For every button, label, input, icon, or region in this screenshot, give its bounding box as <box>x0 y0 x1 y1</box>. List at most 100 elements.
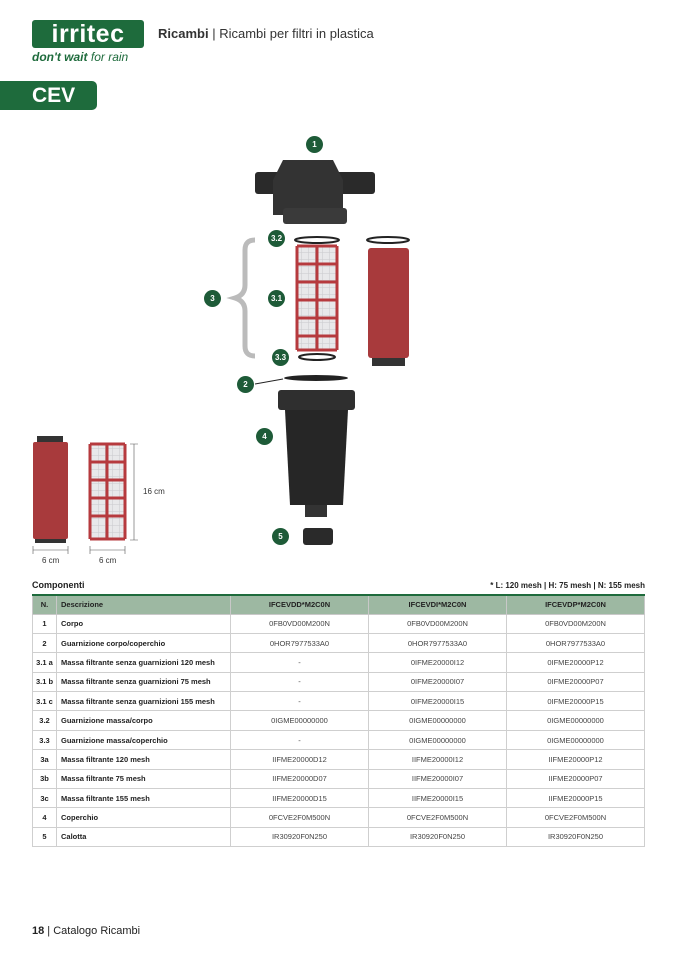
cell-code-dd: 0IGME00000000 <box>230 710 369 731</box>
callout-1: 1 <box>306 136 323 153</box>
col-descrizione: Descrizione <box>56 594 231 615</box>
product-badge: CEV <box>0 81 97 110</box>
cell-code-dd: IIFME20000D12 <box>230 749 369 770</box>
components-table: N. Descrizione IFCEVDD*M2C0N IFCEVDI*M2C… <box>32 594 645 848</box>
cell-code-di: IR30920F0N250 <box>368 826 507 848</box>
cell-code-di: 0IGME00000000 <box>368 729 507 751</box>
seal-2 <box>284 375 348 381</box>
cell-code-di: 0HOR7977533A0 <box>368 632 507 654</box>
cell-code-dp: IIFME20000P07 <box>506 768 645 790</box>
cell-code-dp: 0IFME20000P12 <box>506 652 645 673</box>
col-model-dp: IFCEVDP*M2C0N <box>506 594 645 615</box>
dimension-lines <box>32 443 138 554</box>
side-cartridge <box>33 436 68 543</box>
footer-label: Catalogo Ricambi <box>53 925 141 937</box>
cell-code-dd: - <box>230 652 369 673</box>
cell-number: 3.2 <box>32 710 57 731</box>
cell-code-di: 0IFME20000I07 <box>368 671 507 693</box>
cell-number: 3.3 <box>32 729 57 751</box>
cell-description: Massa filtrante senza guarnizioni 120 me… <box>56 652 231 673</box>
cell-code-dd: IIFME20000D15 <box>230 788 369 809</box>
cell-number: 3.1 b <box>32 671 57 693</box>
cell-number: 3c <box>32 788 57 809</box>
cell-description: Coperchio <box>56 807 231 828</box>
tagline-rest: for rain <box>90 50 129 64</box>
filter-basket <box>295 244 339 352</box>
header-subtitle: Ricambi per filtri in plastica <box>219 26 374 41</box>
callout-3-3: 3.3 <box>272 349 289 366</box>
cell-code-dp: 0HOR7977533A0 <box>506 632 645 654</box>
cell-description: Calotta <box>56 826 231 848</box>
dimension-height: 16 cm <box>143 487 165 496</box>
cell-code-dp: 0IGME00000000 <box>506 710 645 731</box>
cell-code-dd: - <box>230 671 369 693</box>
col-model-dd: IFCEVDD*M2C0N <box>230 594 369 615</box>
cell-code-dd: 0HOR7977533A0 <box>230 632 369 654</box>
cell-description: Guarnizione massa/corpo <box>56 710 231 731</box>
cell-code-dd: IIFME20000D07 <box>230 768 369 790</box>
cell-code-dd: IR30920F0N250 <box>230 826 369 848</box>
cell-code-dp: 0IFME20000P15 <box>506 691 645 712</box>
dimension-width-left: 6 cm <box>42 556 60 565</box>
bracket-3 <box>226 237 256 359</box>
components-title: Componenti <box>32 580 85 590</box>
red-cartridge <box>366 236 410 366</box>
exploded-diagram <box>32 160 410 554</box>
cell-code-dp: 0FB0VD00M200N <box>506 613 645 634</box>
filter-head <box>255 160 375 224</box>
cell-description: Massa filtrante senza guarnizioni 75 mes… <box>56 671 231 693</box>
page-footer: 18 | Catalogo Ricambi <box>32 925 141 937</box>
table-header: N. Descrizione IFCEVDD*M2C0N IFCEVDI*M2C… <box>32 594 645 615</box>
cell-number: 1 <box>32 613 57 634</box>
cell-code-dd: - <box>230 691 369 712</box>
cell-code-dd: - <box>230 729 369 751</box>
cell-description: Massa filtrante senza guarnizioni 155 me… <box>56 691 231 712</box>
cell-code-di: 0FCVE2F0M500N <box>368 807 507 828</box>
cap <box>303 528 333 545</box>
mesh-legend: * L: 120 mesh | H: 75 mesh | N: 155 mesh <box>490 581 645 590</box>
col-n: N. <box>32 594 57 615</box>
cell-code-di: 0FB0VD00M200N <box>368 613 507 634</box>
callout-3-1: 3.1 <box>268 290 285 307</box>
callout-2: 2 <box>237 376 254 393</box>
cell-number: 2 <box>32 632 57 654</box>
header-section: Ricambi <box>158 26 209 41</box>
cell-description: Corpo <box>56 613 231 634</box>
cell-code-di: IIFME20000I07 <box>368 768 507 790</box>
cell-description: Massa filtrante 75 mesh <box>56 768 231 790</box>
cell-code-dp: 0FCVE2F0M500N <box>506 807 645 828</box>
cell-description: Guarnizione corpo/coperchio <box>56 632 231 654</box>
filter-bowl <box>278 390 355 517</box>
cell-description: Massa filtrante 155 mesh <box>56 788 231 809</box>
seal-3-3 <box>298 353 336 361</box>
cell-number: 4 <box>32 807 57 828</box>
callout-4: 4 <box>256 428 273 445</box>
cell-number: 3b <box>32 768 57 790</box>
page-header: Ricambi | Ricambi per filtri in plastica <box>158 26 374 41</box>
cell-number: 3.1 a <box>32 652 57 673</box>
dimension-width-right: 6 cm <box>99 556 117 565</box>
cell-code-dd: 0FCVE2F0M500N <box>230 807 369 828</box>
cell-code-di: IIFME20000I12 <box>368 749 507 770</box>
callout-5: 5 <box>272 528 289 545</box>
cell-number: 3.1 c <box>32 691 57 712</box>
callout-3-2: 3.2 <box>268 230 285 247</box>
cell-code-dp: 0IGME00000000 <box>506 729 645 751</box>
cell-number: 5 <box>32 826 57 848</box>
cell-code-dp: IIFME20000P15 <box>506 788 645 809</box>
cell-code-di: 0IFME20000I12 <box>368 652 507 673</box>
cell-code-dp: IR30920F0N250 <box>506 826 645 848</box>
cell-description: Guarnizione massa/coperchio <box>56 729 231 751</box>
cell-code-dp: 0IFME20000P07 <box>506 671 645 693</box>
